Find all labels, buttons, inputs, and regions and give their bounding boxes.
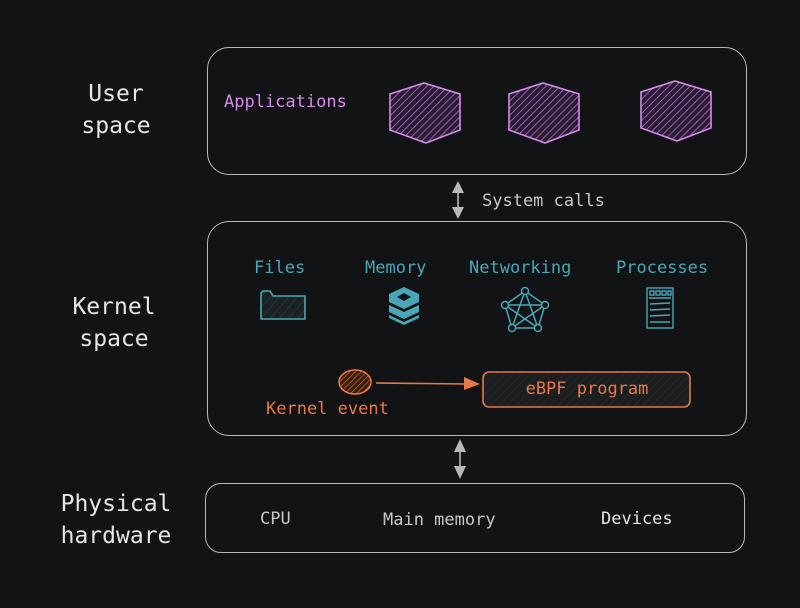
- process-list-icon: [646, 287, 674, 329]
- physical-hardware-label: Physical hardware: [52, 488, 180, 552]
- user-space-box: [207, 47, 747, 175]
- application-hexagon-1: [389, 82, 461, 144]
- kernel-event-label: Kernel event: [266, 399, 389, 419]
- applications-label: Applications: [224, 92, 347, 112]
- subsystem-processes-label: Processes: [616, 258, 709, 278]
- physical-hardware-label-line2: hardware: [60, 523, 172, 549]
- syscall-bidirectional-arrow-icon: [452, 181, 464, 219]
- ebpf-program-box: [482, 371, 691, 408]
- kernel-space-label-line2: space: [79, 326, 149, 352]
- hardware-item-main-memory: Main memory: [383, 510, 496, 530]
- network-icon: [500, 286, 550, 333]
- event-to-ebpf-arrow-icon: [375, 377, 480, 390]
- user-space-label-line1: User: [88, 81, 144, 107]
- kernel-space-box: [207, 221, 747, 436]
- application-hexagon-3: [640, 80, 712, 142]
- system-calls-label: System calls: [482, 191, 605, 211]
- hardware-box: [205, 483, 745, 553]
- hardware-item-cpu: CPU: [260, 509, 291, 529]
- kernel-space-label: Kernel space: [60, 291, 168, 355]
- user-space-label: User space: [68, 78, 164, 142]
- hardware-item-devices: Devices: [601, 509, 673, 529]
- folder-icon: [260, 290, 306, 320]
- kernel-event-icon: [338, 369, 372, 395]
- user-space-label-line2: space: [81, 113, 151, 139]
- subsystem-memory-label: Memory: [365, 258, 427, 278]
- application-hexagon-2: [508, 82, 580, 144]
- hardware-bidirectional-arrow-icon: [454, 439, 466, 479]
- kernel-space-label-line1: Kernel: [72, 294, 156, 320]
- ebpf-program-label: eBPF program: [525, 379, 649, 399]
- memory-stack-icon: [389, 287, 419, 325]
- physical-hardware-label-line1: Physical: [60, 491, 172, 517]
- subsystem-files-label: Files: [254, 258, 306, 278]
- subsystem-networking-label: Networking: [469, 258, 572, 278]
